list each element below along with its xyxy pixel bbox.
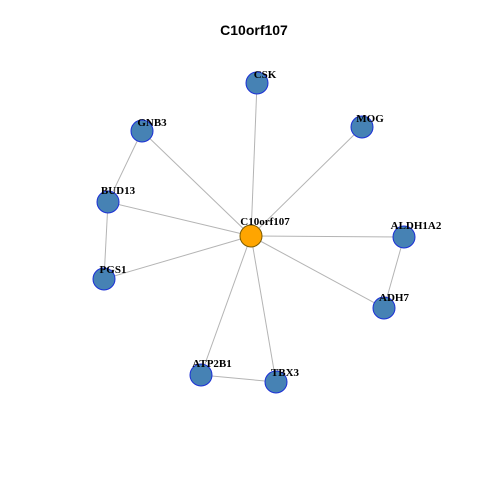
- edge-c10orf107-pgs1: [103, 235, 252, 280]
- node-circle-gnb3: [130, 119, 154, 143]
- node-label-aldh1a2: ALDH1A2: [391, 220, 442, 232]
- node-circle-aldh1a2: [392, 225, 416, 249]
- edge-c10orf107-atp2b1: [200, 235, 252, 376]
- node-label-bud13: BUD13: [101, 185, 136, 197]
- node-atp2b1: ATP2B1: [189, 358, 232, 387]
- node-tbx3: TBX3: [264, 367, 300, 394]
- edge-bud13-pgs1: [103, 201, 109, 280]
- node-gnb3: GNB3: [130, 117, 167, 143]
- edge-c10orf107-csk: [250, 82, 258, 237]
- node-bud13: BUD13: [96, 185, 136, 214]
- node-label-atp2b1: ATP2B1: [192, 358, 232, 370]
- diagram-title: C10orf107: [220, 22, 288, 38]
- edge-gnb3-bud13: [107, 130, 143, 203]
- node-label-gnb3: GNB3: [137, 117, 167, 129]
- node-label-c10orf107: C10orf107: [240, 216, 290, 228]
- node-label-pgs1: PGS1: [100, 264, 127, 276]
- node-circle-pgs1: [92, 267, 116, 291]
- node-circle-c10orf107: [239, 224, 263, 248]
- edge-atp2b1-tbx3: [200, 374, 277, 383]
- node-label-tbx3: TBX3: [271, 367, 300, 379]
- edge-c10orf107-adh7: [250, 235, 385, 309]
- node-c10orf107: C10orf107: [239, 216, 290, 248]
- node-circle-mog: [350, 115, 374, 139]
- edge-c10orf107-bud13: [107, 201, 252, 237]
- edges-layer: [103, 82, 405, 383]
- node-mog: MOG: [350, 113, 384, 139]
- node-label-adh7: ADH7: [379, 292, 409, 304]
- edge-c10orf107-tbx3: [250, 235, 277, 383]
- node-pgs1: PGS1: [92, 264, 127, 291]
- node-circle-atp2b1: [189, 363, 213, 387]
- node-csk: CSK: [245, 69, 277, 95]
- edge-c10orf107-aldh1a2: [250, 235, 405, 238]
- node-label-csk: CSK: [254, 69, 277, 81]
- edge-c10orf107-gnb3: [141, 130, 252, 237]
- node-circle-csk: [245, 71, 269, 95]
- node-adh7: ADH7: [372, 292, 409, 320]
- edge-c10orf107-mog: [250, 126, 363, 237]
- node-aldh1a2: ALDH1A2: [391, 220, 442, 249]
- node-circle-bud13: [96, 190, 120, 214]
- edge-aldh1a2-adh7: [383, 236, 405, 309]
- nodes-layer: C10orf107 CSK MOG GNB3BUD13ALDH1A2PGS1ADH7A…: [92, 69, 442, 394]
- node-circle-adh7: [372, 296, 396, 320]
- node-label-mog: MOG: [356, 113, 384, 125]
- node-circle-tbx3: [264, 370, 288, 394]
